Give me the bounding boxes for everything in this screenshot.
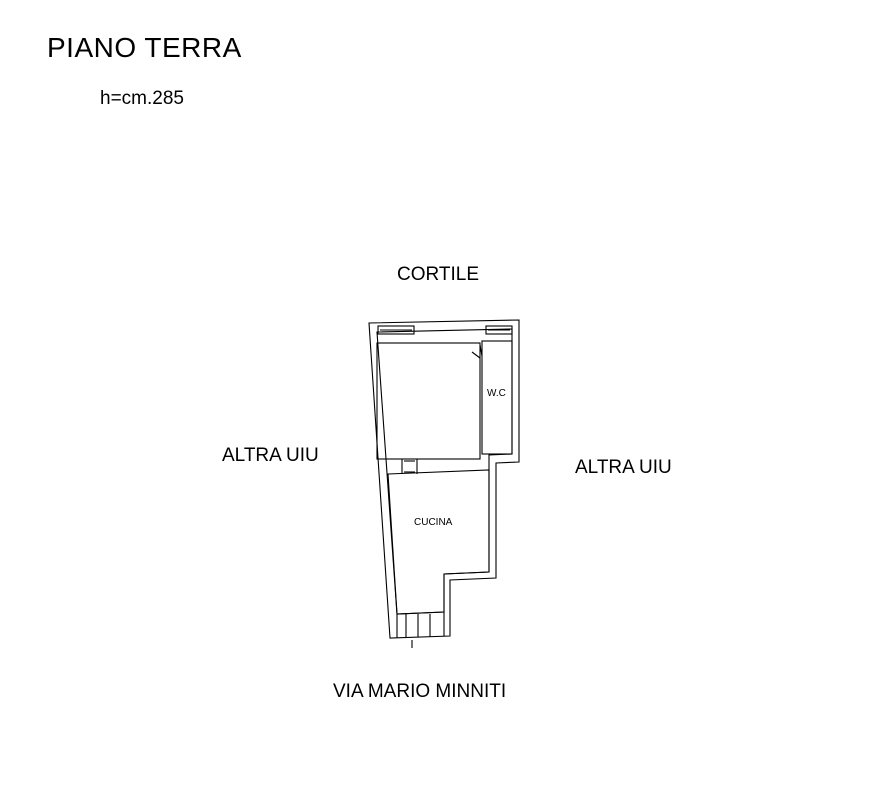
window-top-right bbox=[485, 325, 513, 335]
label-adjacent-unit-east: ALTRA UIU bbox=[575, 457, 672, 478]
label-adjacent-unit-west: ALTRA UIU bbox=[222, 445, 319, 466]
room-wc bbox=[481, 340, 513, 455]
room-label-wc: W.C bbox=[487, 388, 506, 399]
floor-title: PIANO TERRA bbox=[47, 32, 242, 63]
room-label-kitchen: CUCINA bbox=[414, 517, 453, 528]
outer-wall-outline bbox=[368, 319, 520, 639]
room-kitchen bbox=[387, 469, 490, 615]
label-street: VIA MARIO MINNITI bbox=[333, 681, 507, 702]
label-courtyard: CORTILE bbox=[397, 264, 480, 285]
room-front bbox=[376, 342, 481, 460]
ceiling-height-note: h=cm.285 bbox=[100, 88, 184, 109]
window-top-left bbox=[377, 325, 415, 335]
